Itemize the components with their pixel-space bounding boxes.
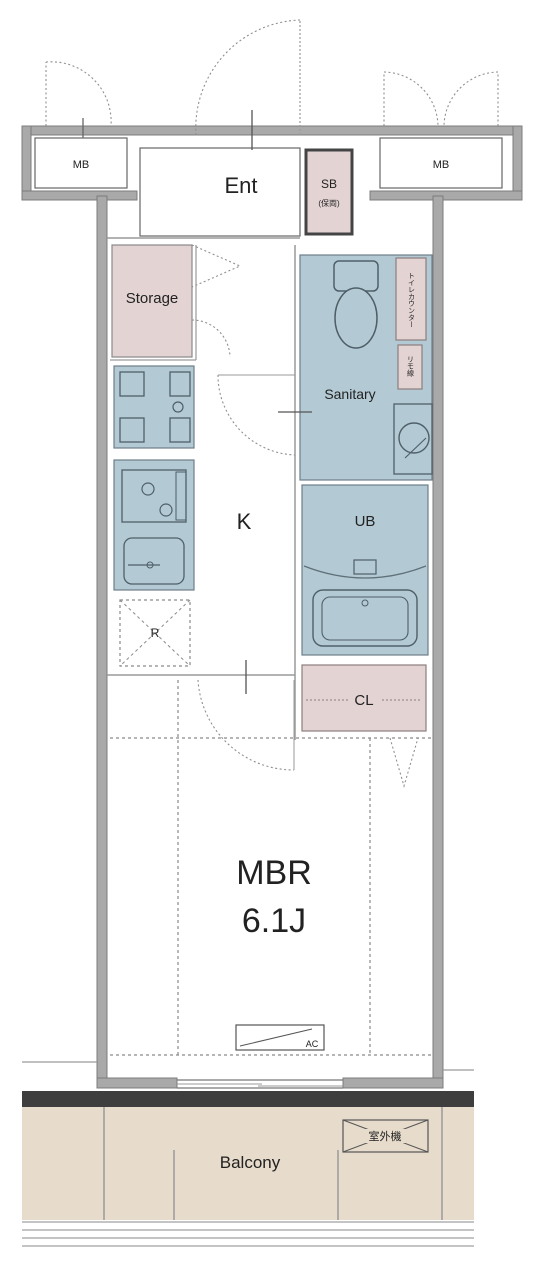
storage-door-2 xyxy=(191,319,231,358)
mb-left-wall-b xyxy=(21,190,138,201)
bottom-wall-right xyxy=(342,1077,444,1089)
toilet-shelf xyxy=(397,344,423,390)
bottom-wall-left xyxy=(96,1077,178,1089)
entrance-label: Ent xyxy=(224,173,257,198)
bath-drain xyxy=(361,599,369,607)
kitchen-counter xyxy=(113,459,195,591)
fridge-cross-2 xyxy=(119,599,191,667)
master-bedroom: MBR 6.1J AC xyxy=(110,680,432,1056)
mb-left-door-swing xyxy=(45,61,112,127)
stove-grill xyxy=(175,471,187,521)
balcony-label: Balcony xyxy=(220,1153,281,1172)
mb-left-wall-l xyxy=(21,125,32,199)
washer-part-1 xyxy=(119,371,145,397)
mb-right-door-right xyxy=(443,71,499,127)
outdoor-unit-label: 室外機 xyxy=(369,1129,402,1143)
mb-right-wall-b xyxy=(369,190,523,201)
closet-door-fold xyxy=(389,737,419,788)
entry-door-swing xyxy=(195,19,301,136)
bathtub xyxy=(312,589,418,647)
bedroom-size: 6.1J xyxy=(242,902,306,940)
washbasin-bowl xyxy=(398,422,430,454)
shoe-box xyxy=(304,148,354,236)
toilet-shelf-label: リモ線 xyxy=(407,356,415,377)
bedroom-label: MBR xyxy=(236,854,312,892)
sanitary-door-swing xyxy=(217,374,296,456)
balcony: 室外機 Balcony xyxy=(22,1091,474,1247)
meter-box-right: MB xyxy=(379,71,503,189)
bathtub-inner xyxy=(321,596,409,641)
mb-left-label: MB xyxy=(73,159,90,171)
sanitary-label: Sanitary xyxy=(324,386,375,402)
mb-right-wall-r xyxy=(512,125,523,199)
entrance-area xyxy=(139,147,301,237)
sanitary: Sanitary トイレカウンター リモ線 xyxy=(217,254,433,481)
shoe-box-sublabel: (保両) xyxy=(318,198,340,208)
kitchen-label: K xyxy=(237,509,252,534)
toilet-counter-label: トイレカウンター xyxy=(408,272,416,328)
closet: CL xyxy=(301,664,427,788)
kitchen-sink xyxy=(123,537,185,585)
fridge-label: R xyxy=(151,626,160,640)
closet-label: CL xyxy=(354,692,373,709)
air-conditioner-label: AC xyxy=(306,1039,319,1049)
washbasin-faucet xyxy=(404,437,427,459)
right-wall xyxy=(432,195,444,1087)
closet-label-bg xyxy=(348,690,380,708)
washer-part-2 xyxy=(119,417,145,443)
partitions xyxy=(107,237,300,740)
fridge-space xyxy=(119,599,191,667)
sink-drain xyxy=(146,561,154,569)
mb-right-label: MB xyxy=(433,159,450,171)
shoe-box-label: SB xyxy=(321,177,337,191)
unit-bath: UB xyxy=(301,484,429,656)
outdoor-unit-label-bg xyxy=(361,1129,407,1143)
washer-drain xyxy=(172,401,184,413)
toilet-bowl xyxy=(334,287,378,349)
top-wall xyxy=(21,125,523,136)
burner-2 xyxy=(159,503,173,517)
balcony-edge xyxy=(22,1091,474,1107)
unit-bath-label: UB xyxy=(355,513,376,530)
mb-left-box xyxy=(34,137,128,189)
bath-curve xyxy=(303,565,427,579)
washer-part-3 xyxy=(169,371,191,397)
entrance: Ent SB (保両) xyxy=(139,19,354,237)
storage-label: Storage xyxy=(126,290,179,307)
bedroom-door-swing xyxy=(197,679,295,771)
toilet-counter xyxy=(395,257,427,341)
left-wall xyxy=(96,195,108,1087)
air-conditioner-diag xyxy=(239,1028,313,1047)
washer-area xyxy=(113,365,195,449)
bath-faucet xyxy=(353,559,377,575)
mb-right-door-left xyxy=(383,71,439,127)
washer-part-4 xyxy=(169,417,191,443)
storage: Storage xyxy=(111,244,242,358)
mb-right-box xyxy=(379,137,503,189)
walls xyxy=(21,125,523,1089)
kitchen: R K xyxy=(113,365,295,771)
toilet-tank xyxy=(333,260,379,292)
burner-1 xyxy=(141,482,155,496)
meter-box-left: MB xyxy=(34,61,128,189)
outdoor-unit xyxy=(342,1119,429,1153)
storage-door-1 xyxy=(191,244,242,288)
storage-area xyxy=(111,244,193,358)
balcony-floor xyxy=(22,1105,474,1220)
